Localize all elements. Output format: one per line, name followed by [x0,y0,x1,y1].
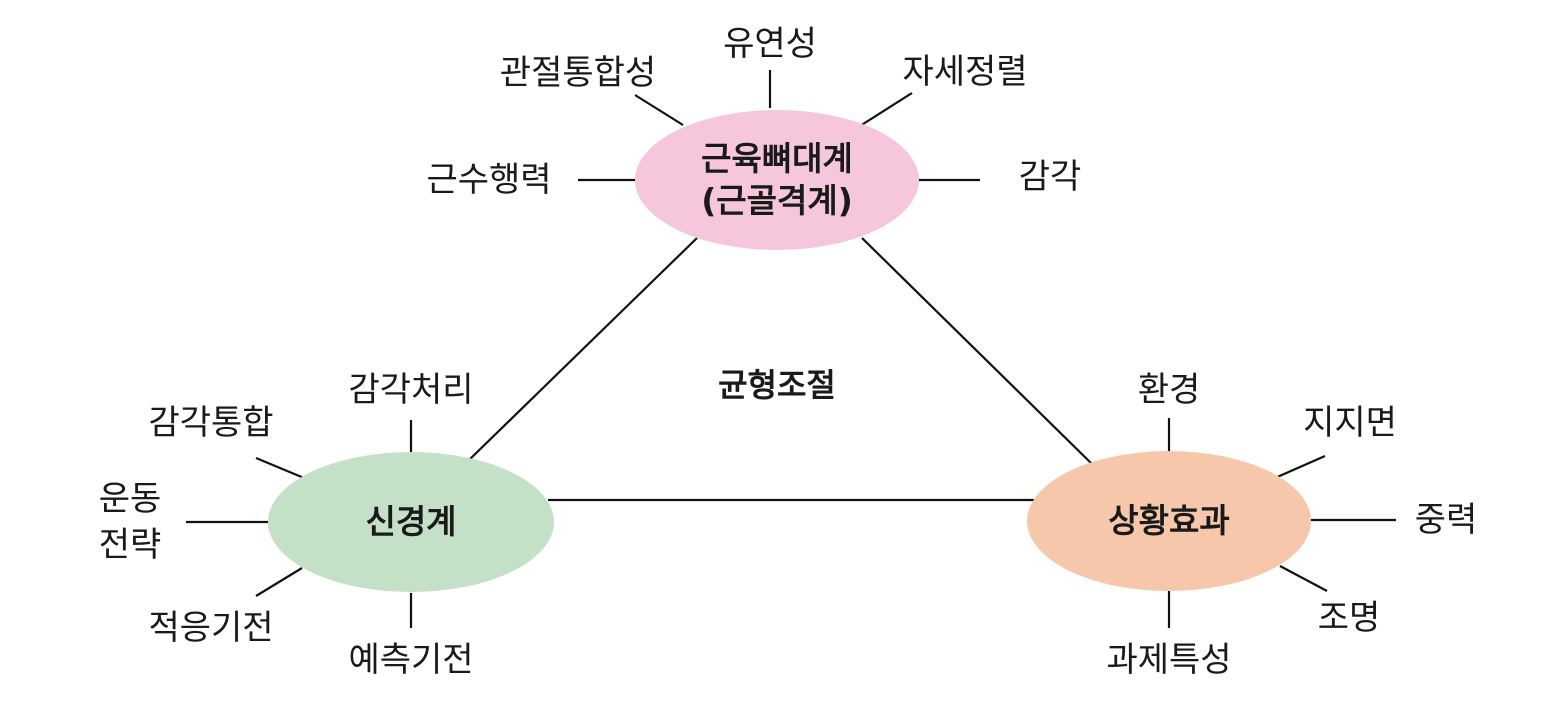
factor-anticipatory-mechanism: 예측기전 [348,640,474,680]
factor-gravity: 중력 [1414,500,1478,540]
factor-sensory-integration: 감각통합 [148,403,274,443]
spoke-joint [634,94,684,126]
factor-support-surface: 지지면 [1303,403,1397,443]
spoke-sensory-integration [255,456,305,480]
spoke-support [1274,454,1326,480]
factor-muscle-performance: 근수행력 [426,160,552,200]
factor-task-characteristics: 과제특성 [1106,640,1232,680]
factor-adaptive-mechanism: 적응기전 [148,608,274,648]
factor-flexibility: 유연성 [723,24,817,64]
factor-joint-integrity: 관절통합성 [499,53,657,93]
factor-strategy: 전략 [98,525,162,565]
node-nervous-ellipse [268,452,554,592]
center-label: 균형조절 [718,366,836,404]
factor-lighting: 조명 [1317,598,1381,638]
spoke-adaptive [255,567,303,597]
factor-sensory-processing: 감각처리 [348,370,474,410]
node-musculoskeletal-label: 근육뼈대계 (근골격계) [701,138,853,222]
factor-environment: 환경 [1137,370,1201,410]
node-nervous-label: 신경계 [365,502,457,541]
node-musculoskeletal-title: 근육뼈대계 [701,139,853,178]
node-musculoskeletal-ellipse [635,110,919,250]
edge-musculo-situational [861,237,1093,465]
factor-motor-strategy: 운동 전략 [99,476,162,568]
node-situational-label: 상황효과 [1108,501,1230,540]
spoke-posture [859,92,913,127]
node-situational-ellipse [1027,451,1311,591]
factor-sensation: 감각 [1018,157,1082,197]
edge-musculo-nervous [467,237,698,462]
factor-motor: 운동 [98,479,162,519]
factor-posture-alignment: 자세정렬 [902,52,1028,92]
spoke-lighting [1279,565,1328,592]
node-musculoskeletal-subtitle: (근골격계) [701,181,853,220]
